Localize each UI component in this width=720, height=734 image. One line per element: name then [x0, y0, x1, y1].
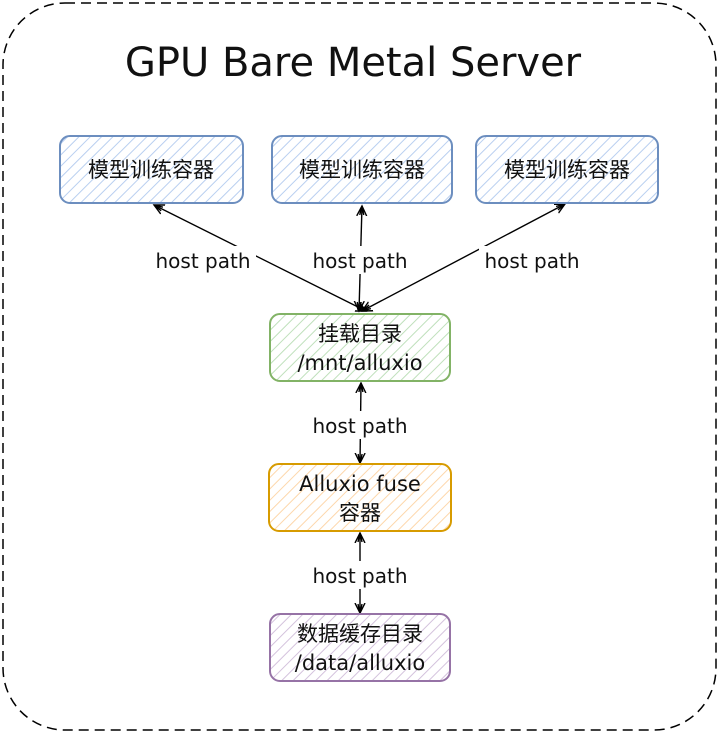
node-train-container-3: 模型训练容器 — [475, 135, 659, 204]
node-border — [269, 313, 451, 382]
edge-labels: host path host path host path host path … — [150, 246, 585, 589]
node-label-line2: /mnt/alluxio — [297, 351, 422, 375]
node-label: 模型训练容器 — [504, 158, 630, 182]
node-train-container-2: 模型训练容器 — [271, 135, 453, 204]
edge-label-mount-fuse: host path — [313, 414, 408, 438]
node-label-line1: 数据缓存目录 — [297, 622, 423, 646]
edge-train1-mount — [154, 205, 366, 311]
node-border — [475, 135, 659, 204]
edge-label-fuse-cache: host path — [313, 564, 408, 588]
node-label-line1: 挂载目录 — [318, 322, 402, 346]
node-mount-directory: 挂载目录 /mnt/alluxio — [269, 313, 451, 382]
edge-label-bg — [307, 411, 413, 439]
node-label: 模型训练容器 — [88, 158, 214, 182]
edge-label-bg — [307, 561, 413, 589]
edge-train3-mount — [362, 204, 565, 311]
edge-label-bg — [479, 246, 585, 274]
node-border — [268, 463, 452, 532]
node-border — [59, 135, 244, 204]
node-train-container-1: 模型训练容器 — [59, 135, 244, 204]
node-border — [269, 613, 451, 682]
diagram-title: GPU Bare Metal Server — [125, 40, 582, 86]
edge-label-bg — [307, 246, 413, 274]
node-data-cache-directory: 数据缓存目录 /data/alluxio — [269, 613, 451, 682]
node-label: 模型训练容器 — [299, 158, 425, 182]
node-label-line1: Alluxio fuse — [299, 472, 421, 496]
edge-label-train2: host path — [313, 249, 408, 273]
node-label-line2: /data/alluxio — [295, 651, 425, 675]
node-border — [271, 135, 453, 204]
edge-label-train1: host path — [156, 249, 251, 273]
edge-label-train3: host path — [485, 249, 580, 273]
edge-label-bg — [150, 246, 256, 274]
node-alluxio-fuse-container: Alluxio fuse 容器 — [268, 463, 452, 532]
node-label-line2: 容器 — [339, 501, 381, 525]
